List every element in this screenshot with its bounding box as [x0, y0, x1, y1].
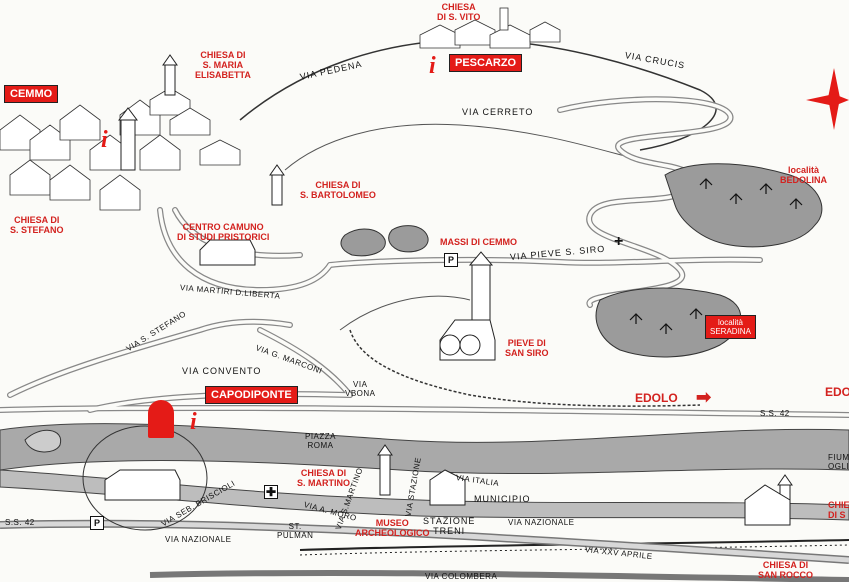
localita-bedolina: località BEDOLINA: [780, 165, 827, 185]
tourist-info-marker-icon: [148, 400, 174, 438]
compass-rose-icon: [806, 68, 849, 130]
town-label-cemmo: CEMMO: [4, 85, 59, 103]
label-chiesa-right-cut: CHIESA DI S: [828, 500, 849, 520]
label-massi-di-cemmo: MASSI DI CEMMO: [440, 237, 518, 247]
road-ss42-left: S.S. 42: [5, 518, 35, 527]
road-ss42-right: S.S. 42: [760, 409, 790, 418]
label-chiesa-s-vito: CHIESA DI S. VITO: [437, 2, 481, 22]
label-pieve-san-siro: PIEVE DI SAN SIRO: [505, 338, 549, 358]
label-museo-archeologico: MUSEO ARCHEOLOGICO: [355, 518, 430, 538]
label-chiesa-san-rocco: CHIESA DI SAN ROCCO: [758, 560, 814, 580]
road-via-colombera: VIA COLOMBERA: [425, 572, 498, 581]
town-label-pescarzo: PESCARZO: [449, 54, 523, 72]
hospital-icon: ✚: [264, 485, 278, 499]
label-edolo: EDOLO: [635, 391, 678, 405]
info-icon-cemmo: i: [101, 127, 108, 153]
info-icon-capodiponte: i: [190, 409, 197, 435]
road-via-vbona: VIA VBONA: [345, 380, 376, 398]
info-icon-pescarzo: i: [429, 53, 436, 79]
label-municipio: MUNICIPIO: [474, 494, 531, 504]
label-chiesa-s-bartolomeo: CHIESA DI S. BARTOLOMEO: [300, 180, 376, 200]
parking-icon: P: [444, 253, 458, 267]
label-centro-camuno: CENTRO CAMUNO DI STUDI PRISTORICI: [177, 222, 270, 242]
label-piazza-roma: PIAZZA ROMA: [305, 432, 337, 450]
road-via-nazionale-left: VIA NAZIONALE: [165, 535, 232, 544]
label-chiesa-s-martino: CHIESA DI S. MARTINO: [297, 468, 350, 488]
town-label-capodiponte: CAPODIPONTE: [205, 386, 298, 404]
label-edolo-cut: EDO: [825, 385, 849, 399]
label-chiesa-s-maria: CHIESA DI S. MARIA ELISABETTA: [195, 50, 251, 80]
parking-icon: P: [90, 516, 104, 530]
label-chiesa-s-stefano: CHIESA DI S. STEFANO: [10, 215, 64, 235]
label-st-pulman: ST. PULMAN: [277, 522, 314, 540]
road-via-cerreto: VIA CERRETO: [462, 107, 534, 117]
label-fiume-oglio-cut: FIUM OGLI: [828, 453, 849, 471]
cross-icon: +: [614, 233, 624, 250]
label-stazione-treni: STAZIONE TRENI: [423, 516, 476, 536]
road-via-convento: VIA CONVENTO: [182, 366, 262, 376]
road-via-nazionale-right: VIA NAZIONALE: [508, 518, 575, 527]
arrow-right-icon: ➡: [696, 387, 712, 407]
localita-seradina: località SERADINA: [705, 315, 756, 339]
